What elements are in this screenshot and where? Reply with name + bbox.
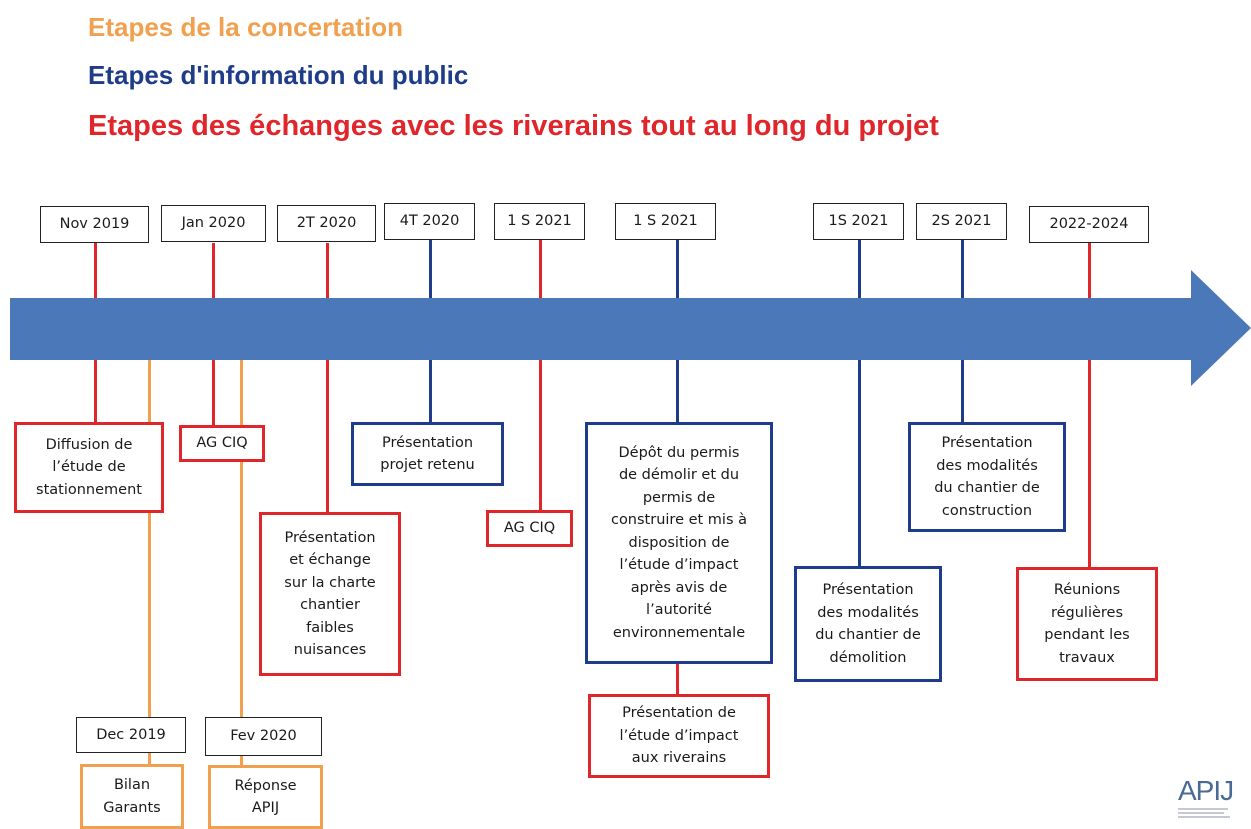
- date-label: 2S 2021: [916, 203, 1007, 240]
- event-box: Dépôt du permis de démolir et du permis …: [585, 422, 773, 664]
- date-label: Dec 2019: [76, 717, 186, 753]
- date-label: 1 S 2021: [615, 203, 716, 240]
- date-label: 2T 2020: [277, 205, 376, 242]
- event-box: AG CIQ: [486, 510, 573, 547]
- connector-line: [94, 243, 97, 298]
- date-label: Nov 2019: [40, 206, 149, 243]
- date-label: 4T 2020: [384, 203, 475, 240]
- timeline-arrow-shape: [10, 270, 1251, 386]
- event-box: Présentation projet retenu: [351, 422, 504, 486]
- event-box: Présentation et échange sur la charte ch…: [259, 512, 401, 676]
- connector-line: [212, 360, 215, 425]
- connector-line: [148, 360, 151, 764]
- connector-line: [539, 360, 542, 510]
- connector-line: [539, 240, 542, 298]
- event-box: Diffusion de l’étude de stationnement: [14, 422, 164, 513]
- connector-line: [212, 243, 215, 298]
- event-box: Présentation des modalités du chantier d…: [794, 566, 942, 682]
- event-box: Présentation des modalités du chantier d…: [908, 422, 1066, 532]
- logo-subtitle-lines: [1178, 808, 1248, 818]
- date-label: Jan 2020: [161, 205, 266, 242]
- connector-line: [1088, 360, 1091, 567]
- connector-line: [858, 240, 861, 298]
- legend-riverains: Etapes des échanges avec les riverains t…: [88, 110, 939, 142]
- event-box: Bilan Garants: [80, 764, 184, 829]
- legend-information: Etapes d'information du public: [88, 60, 469, 90]
- connector-line: [961, 360, 964, 422]
- date-label: 1S 2021: [813, 203, 904, 240]
- connector-line: [676, 360, 679, 422]
- connector-line: [429, 360, 432, 422]
- connector-line: [326, 360, 329, 512]
- connector-line: [961, 240, 964, 298]
- event-box: Présentation de l’étude d’impact aux riv…: [588, 694, 770, 778]
- date-label: Fev 2020: [205, 717, 322, 756]
- apij-logo-text: APIJ: [1178, 775, 1234, 806]
- connector-line: [858, 360, 861, 566]
- connector-line: [676, 240, 679, 298]
- date-label: 2022-2024: [1029, 206, 1149, 243]
- event-box: Réunions régulières pendant les travaux: [1016, 567, 1158, 681]
- connector-line: [94, 360, 97, 422]
- apij-logo: APIJ: [1178, 776, 1248, 826]
- connector-line: [1088, 243, 1091, 298]
- connector-line: [429, 240, 432, 298]
- event-box: Réponse APIJ: [208, 765, 323, 829]
- connector-line: [676, 664, 679, 694]
- connector-line: [326, 243, 329, 298]
- event-box: AG CIQ: [179, 425, 265, 462]
- date-label: 1 S 2021: [494, 203, 585, 240]
- legend-concertation: Etapes de la concertation: [88, 12, 403, 42]
- connector-line: [240, 360, 243, 765]
